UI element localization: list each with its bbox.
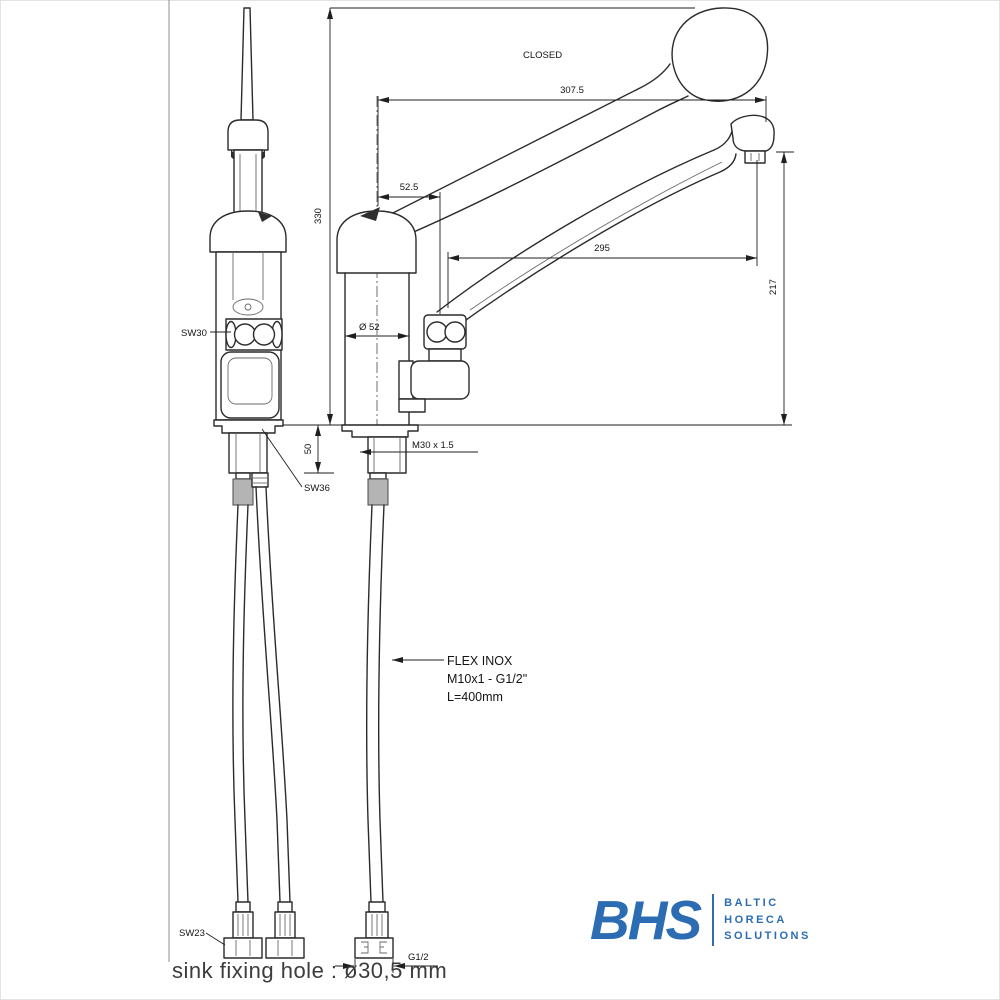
hose-nut-side xyxy=(367,478,389,506)
dim-handle-offset: 52.5 xyxy=(400,182,419,193)
spout-top-edge xyxy=(436,125,734,313)
base-flange-front xyxy=(213,419,284,434)
lever-shaft-bottom xyxy=(401,95,689,238)
label-closed-state: CLOSED xyxy=(523,50,562,61)
dim-spout-reach: 295 xyxy=(594,243,610,254)
flex-hose xyxy=(365,504,373,903)
label-sw23: SW23 xyxy=(179,928,205,939)
label-sw30: SW30 xyxy=(181,328,207,339)
base-flange-side xyxy=(341,424,419,438)
swivel-circle xyxy=(426,321,448,343)
hose-end-nut xyxy=(265,937,305,959)
spout-bottom-edge xyxy=(451,153,737,331)
lever-blade-front xyxy=(240,7,254,121)
label-flex-inox-1: FLEX INOX xyxy=(447,654,513,668)
dim-spout-height: 217 xyxy=(768,279,779,295)
label-sw36: SW36 xyxy=(304,483,330,494)
bhs-logo-abbr: BHS xyxy=(590,889,702,951)
label-shank-thread: M30 x 1.5 xyxy=(412,440,454,451)
label-flex-inox-3: L=400mm xyxy=(447,690,503,704)
bhs-logo-line2: HORECA xyxy=(724,913,787,926)
flex-hose xyxy=(377,504,385,903)
hose-end-nut-sw23 xyxy=(223,937,263,959)
hose-nipple-right xyxy=(251,472,269,488)
spout-holder-nut xyxy=(410,360,470,400)
neck-tube xyxy=(233,149,263,215)
dim-shank-length: 50 xyxy=(303,444,314,455)
bhs-logo-lines: BALTIC HORECA SOLUTIONS xyxy=(724,895,811,945)
spout-outlet xyxy=(730,114,775,152)
nipple-circle xyxy=(233,323,257,346)
bhs-logo-line1: BALTIC xyxy=(724,897,779,910)
bhs-logo-line3: SOLUTIONS xyxy=(724,930,811,943)
lower-body-front xyxy=(220,351,280,419)
lever-grip xyxy=(671,7,769,102)
shank-front xyxy=(228,432,268,474)
dim-body-diameter: Ø 52 xyxy=(359,322,380,333)
dimension-lines: 330 307.5 52.5 295 217 50 Ø 52 M30 x 1.5… xyxy=(283,7,794,973)
body-dome-front xyxy=(209,210,287,253)
dim-total-height: 330 xyxy=(313,208,324,224)
body-dome-side xyxy=(336,210,417,274)
sink-fixing-hole-caption: sink fixing hole : ø30,5 mm xyxy=(172,958,448,983)
pivot-mark-front xyxy=(258,212,272,222)
aerator xyxy=(744,150,766,164)
flex-hose xyxy=(255,486,281,903)
nipple-circle xyxy=(252,323,276,346)
bhs-logo: BHS BALTIC HORECA SOLUTIONS xyxy=(590,889,811,951)
label-outlet-thread: G1/2 xyxy=(408,952,429,963)
hose-nut-left xyxy=(232,478,254,506)
faucet-front-view xyxy=(209,7,305,959)
bhs-logo-divider xyxy=(712,894,715,947)
lever-cap xyxy=(227,119,269,151)
faucet-side-view xyxy=(336,7,775,959)
lever-shaft-top xyxy=(380,63,671,220)
swivel-circle xyxy=(444,321,466,343)
pivot-mark-side xyxy=(360,207,380,221)
flex-hose xyxy=(242,504,249,903)
flex-hose xyxy=(232,504,239,903)
label-flex-inox-2: M10x1 - G1/2" xyxy=(447,672,527,686)
leader-labels: SW30 SW36 SW23 FLEX INOX M10x1 - G1/2" L… xyxy=(179,328,527,946)
dim-overall-reach: 307.5 xyxy=(560,85,584,96)
hose-end-nut-g12 xyxy=(354,937,394,959)
flex-hose xyxy=(265,486,291,903)
